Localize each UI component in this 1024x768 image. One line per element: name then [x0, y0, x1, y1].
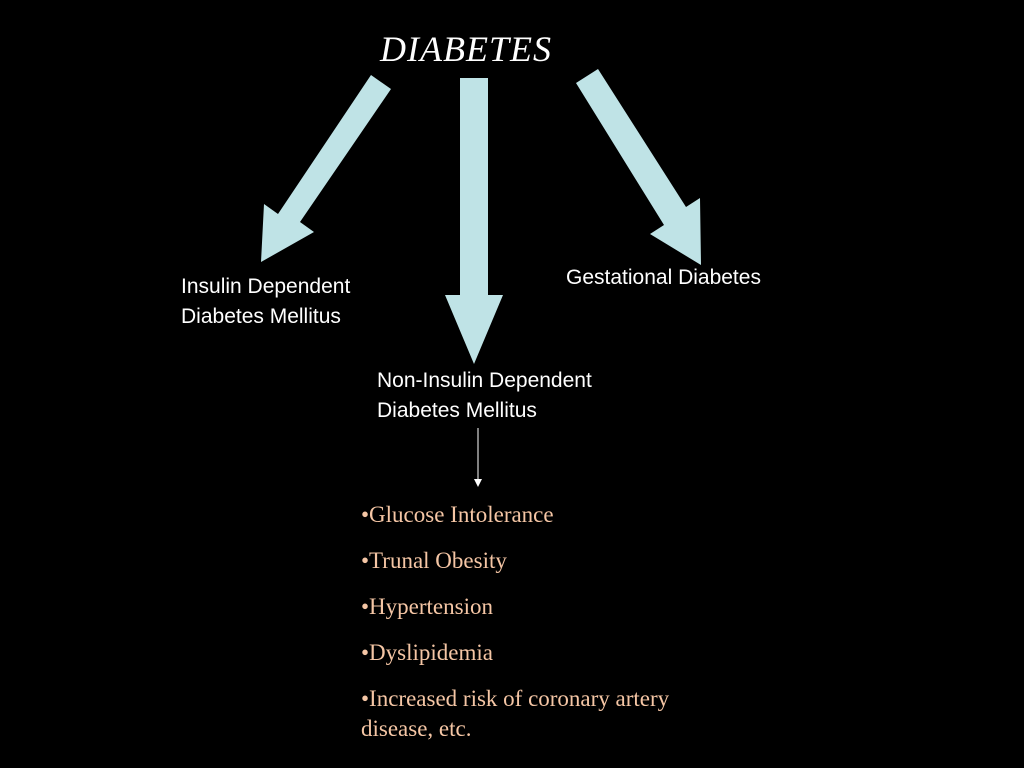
diagram-title: DIABETES	[380, 29, 552, 69]
feature-item: •Hypertension	[361, 594, 493, 619]
non-insulin-dependent-label: Non-Insulin Dependent Diabetes Mellitus	[377, 366, 592, 426]
feature-item: •Dyslipidemia	[361, 640, 493, 665]
insulin-dependent-line1: Insulin Dependent	[181, 275, 351, 298]
feature-item: •Increased risk of coronary artery disea…	[361, 686, 670, 741]
arrow-to-insulin-dependent	[261, 75, 391, 262]
feature-item: •Trunal Obesity	[361, 548, 507, 573]
arrow-to-gestational	[576, 69, 701, 265]
arrow-to-non-insulin-dependent	[445, 78, 503, 364]
gestational-label: Gestational Diabetes	[566, 263, 761, 293]
connector-arrowhead	[474, 479, 482, 487]
feature-list: •Glucose Intolerance •Trunal Obesity •Hy…	[361, 500, 691, 760]
feature-item: •Glucose Intolerance	[361, 502, 554, 527]
insulin-dependent-label: Insulin Dependent Diabetes Mellitus	[181, 272, 350, 332]
non-insulin-dependent-line1: Non-Insulin Dependent	[377, 369, 592, 392]
insulin-dependent-line2: Diabetes Mellitus	[181, 305, 341, 328]
non-insulin-dependent-line2: Diabetes Mellitus	[377, 399, 537, 422]
gestational-line1: Gestational Diabetes	[566, 266, 761, 289]
